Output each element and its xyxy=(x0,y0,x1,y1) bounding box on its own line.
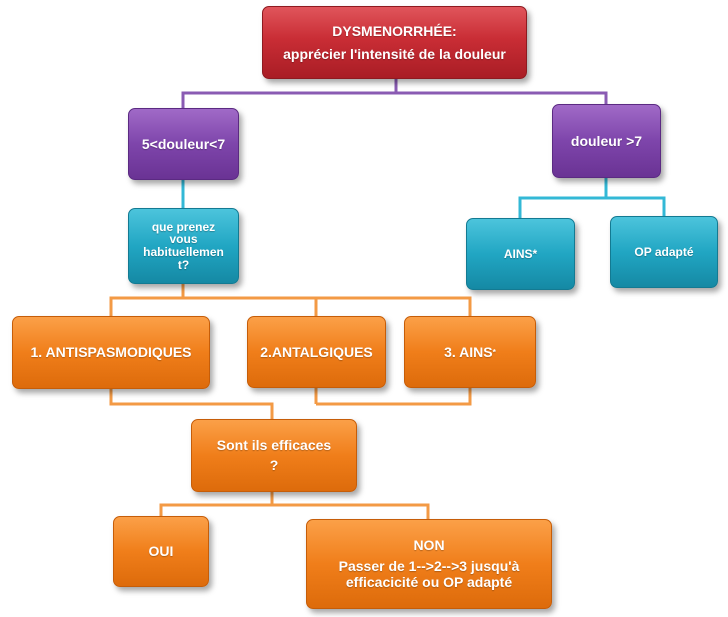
question-line-4: t? xyxy=(177,257,190,272)
node-oui: OUI xyxy=(113,516,209,587)
connector-t3-efficacy xyxy=(316,388,472,406)
node-moderate-pain: 5<douleur<7 xyxy=(128,108,239,180)
question-line-2: vous xyxy=(169,232,198,247)
op-adapte-label: OP adapté xyxy=(634,244,694,259)
question-line-1: que prenez xyxy=(151,219,216,234)
connector-root-right xyxy=(396,91,608,104)
connector-root-left xyxy=(181,79,398,108)
connector-efficacy-oui xyxy=(159,492,274,516)
root-node-dysmenorrhee: DYSMENORRHÉE: apprécier l'intensité de l… xyxy=(262,6,527,79)
connector-efficacy-non xyxy=(272,503,430,519)
efficacy-line-2: ? xyxy=(269,457,279,473)
node-usual-treatment-question: que prenez vous habituellemen t? xyxy=(128,208,239,284)
non-title: NON xyxy=(413,536,445,553)
connector-question-t2 xyxy=(183,296,318,316)
ains-severe-label: AINS* xyxy=(503,246,538,261)
ains-step3-asterisk: * xyxy=(492,346,496,357)
node-antispasmodiques: 1. ANTISPASMODIQUES xyxy=(12,316,210,389)
node-op-adapte: OP adapté xyxy=(610,216,718,288)
node-efficacy-question: Sont ils efficaces ? xyxy=(191,419,357,492)
connector-t1-efficacy xyxy=(109,389,274,419)
non-instruction-line-2: efficacicité ou OP adapté xyxy=(345,574,513,591)
connector-right-ains xyxy=(518,178,608,218)
antalgiques-label: 2.ANTALGIQUES xyxy=(260,343,373,360)
question-line-3: habituellemen xyxy=(143,245,224,259)
efficacy-line-1: Sont ils efficaces xyxy=(216,437,332,454)
node-antalgiques: 2.ANTALGIQUES xyxy=(247,316,386,388)
moderate-pain-label: 5<douleur<7 xyxy=(141,135,226,152)
node-non: NON Passer de 1-->2-->3 jusqu'à efficaci… xyxy=(306,519,552,609)
connector-right-op xyxy=(606,196,666,216)
node-ains-severe: AINS* xyxy=(466,218,575,290)
root-subtitle: apprécier l'intensité de la douleur xyxy=(283,45,506,62)
severe-pain-label: douleur >7 xyxy=(570,132,643,149)
ains-step3-label: 3. AINS xyxy=(444,343,493,360)
node-severe-pain: douleur >7 xyxy=(552,104,661,178)
antispasmodiques-label: 1. ANTISPASMODIQUES xyxy=(30,344,192,361)
connector-question-t3 xyxy=(316,296,472,316)
oui-label: OUI xyxy=(148,543,174,560)
root-title: DYSMENORRHÉE: xyxy=(332,22,457,39)
connector-question-t1 xyxy=(109,284,185,316)
node-ains-step3: 3. AINS* xyxy=(404,316,536,388)
non-instruction-line-1: Passer de 1-->2-->3 jusqu'à xyxy=(338,557,520,574)
